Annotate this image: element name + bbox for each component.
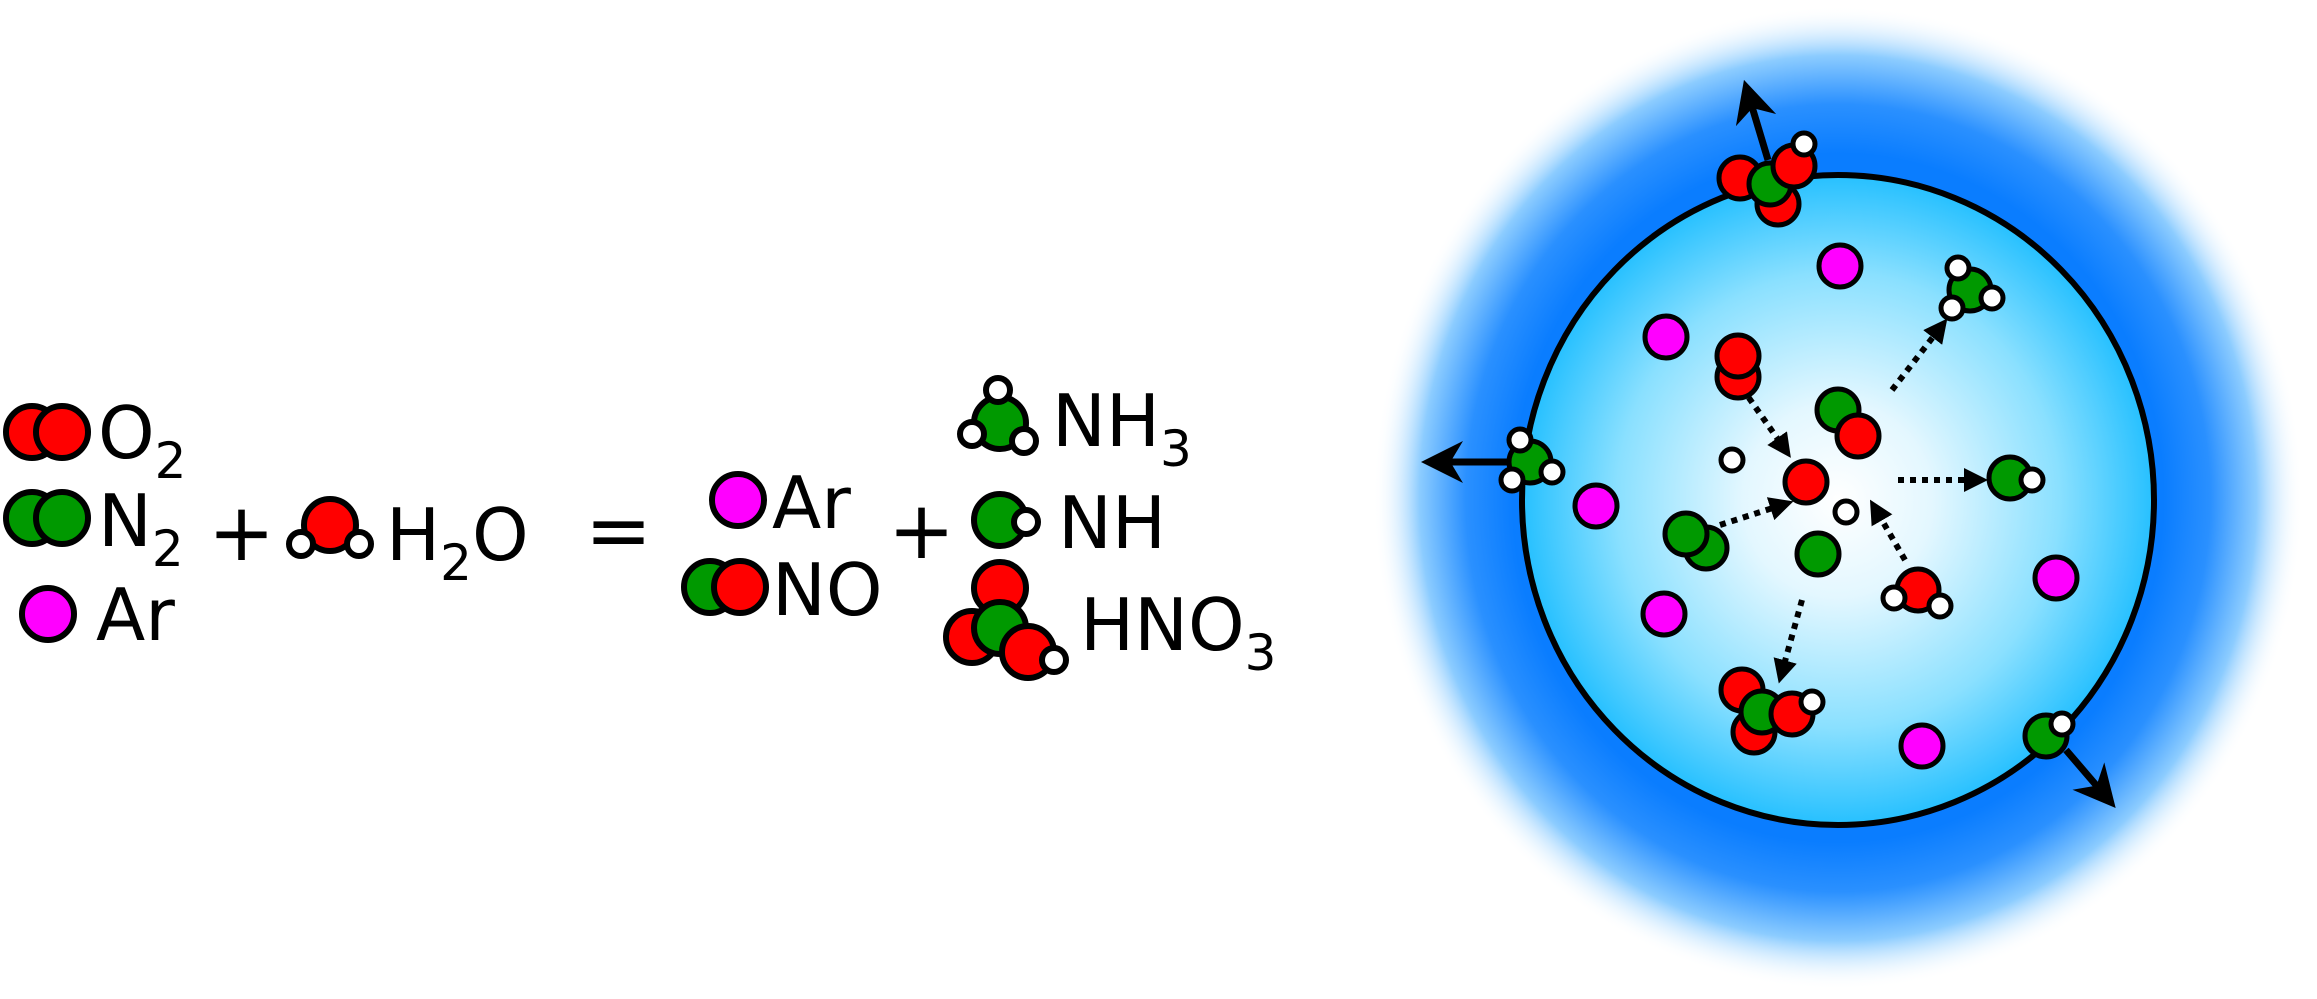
bubble-nitrogen-atom [1794, 530, 1842, 578]
h2o-label: H2O [386, 493, 529, 592]
bubble-no-molecule [1814, 386, 1882, 460]
equals-sign: = [585, 484, 652, 577]
cavitation-bubble [1373, 6, 2303, 990]
ar-atom-icon [19, 585, 77, 643]
bubble-n2-molecule [1662, 510, 1730, 572]
n2-label: N2 [98, 479, 184, 578]
nh-label: NH [1058, 481, 1166, 565]
reactant-plus-sign: + [208, 486, 275, 579]
n2-molecule-icon [3, 489, 91, 547]
escaping-nh3-molecule [1498, 426, 1566, 494]
no-molecule-icon [681, 558, 769, 616]
product-ar-atom-icon [709, 471, 767, 529]
hno3-molecule-icon [943, 559, 1069, 681]
bubble-hydrogen-atoms [1718, 446, 1860, 526]
bubble-argon-atoms [1572, 242, 2080, 770]
bubble-hno3-molecule [1718, 666, 1826, 756]
product-ar-label: Ar [772, 461, 851, 545]
hno3-label: HNO3 [1080, 583, 1276, 682]
bubble-nh3-molecule [1938, 254, 2006, 322]
o2-molecule-icon [3, 403, 91, 461]
nh3-molecule-icon [957, 375, 1039, 456]
escape-arrows [1421, 79, 2116, 808]
o2-label: O2 [98, 391, 186, 490]
equation: O2 N2 Ar + H2O = Ar [3, 375, 1276, 682]
bubble-h2o-molecule [1880, 566, 1954, 620]
escaping-nh-molecule [2022, 710, 2076, 760]
bubble-oxygen-atom [1782, 458, 1830, 506]
bubble-o2-molecule [1714, 332, 1762, 401]
no-label: NO [772, 548, 883, 632]
nh-molecule-icon [971, 491, 1041, 549]
h2o-molecule-icon [286, 496, 374, 559]
nh3-label: NH3 [1052, 379, 1192, 478]
escaping-hno3-molecule [1716, 130, 1818, 228]
bubble-nh-molecule [1986, 454, 2046, 502]
product-plus-sign: + [888, 484, 955, 577]
ar-label: Ar [96, 573, 175, 657]
